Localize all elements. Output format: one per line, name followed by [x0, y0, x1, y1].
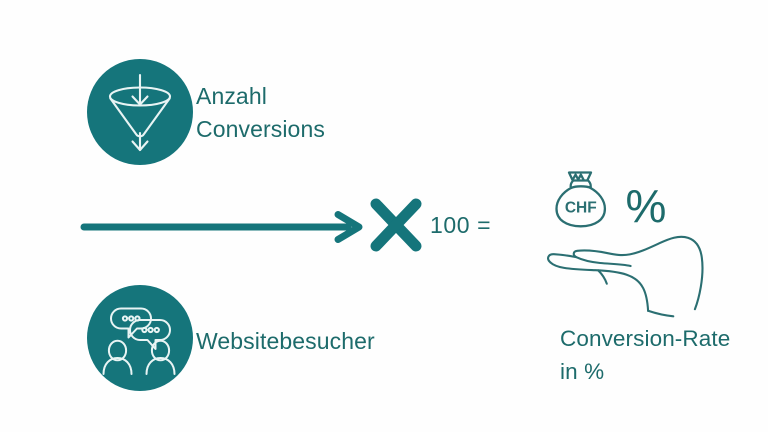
money-bag-icon: [555, 171, 607, 228]
money-bag-currency-text: CHF: [565, 200, 597, 217]
open-hand-icon: [547, 235, 704, 318]
division-arrow-icon: [80, 206, 370, 248]
conversions-label: Anzahl Conversions: [196, 83, 325, 142]
multiply-icon: [368, 196, 424, 254]
result-illustration: CHF %: [528, 170, 760, 320]
visitors-icon-badge: [87, 285, 193, 391]
visitors-label: Websitebesucher: [196, 328, 375, 354]
funnel-icon: [103, 71, 177, 153]
formula-tail-text: 100 =: [430, 212, 492, 238]
percent-symbol-text: %: [626, 180, 667, 232]
people-chat-icon: [100, 300, 180, 376]
conversions-icon-badge: [87, 59, 193, 165]
result-caption: Conversion-Rate in %: [560, 326, 731, 384]
